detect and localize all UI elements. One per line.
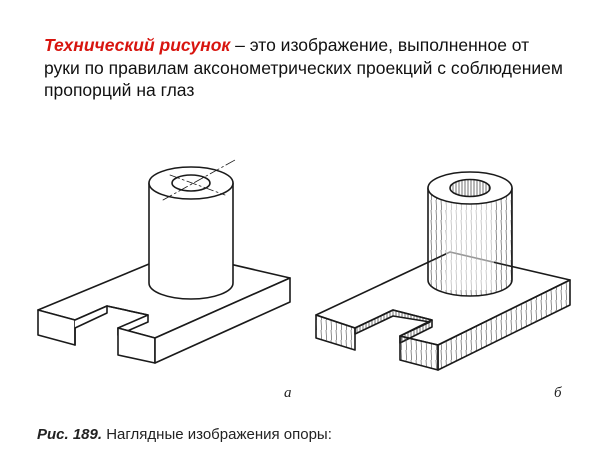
- figure-caption: Рис. 189. Наглядные изображения опоры:: [37, 426, 332, 443]
- definition-text: Технический рисунок – это изображение, в…: [44, 34, 564, 102]
- definition-body: – это изображение, выполненное от руки п…: [44, 35, 563, 100]
- base-side-b: [437, 279, 571, 371]
- figure-label-b: б: [554, 385, 562, 401]
- definition-term: Технический рисунок: [44, 35, 231, 55]
- drawing-b: [315, 171, 571, 371]
- figure-label-a: а: [284, 385, 292, 401]
- cylinder-hole-b: [449, 178, 491, 198]
- left-prong-side-a: [74, 305, 108, 329]
- caption-number: Рис. 189.: [37, 426, 103, 443]
- base-side-a: [154, 277, 291, 364]
- caption-text: Наглядные изображения опоры:: [102, 426, 332, 443]
- left-prong-front-b: [315, 314, 356, 351]
- drawing-a: [37, 159, 291, 364]
- cylinder-body-a: [148, 182, 234, 300]
- support-drawings: [37, 159, 571, 371]
